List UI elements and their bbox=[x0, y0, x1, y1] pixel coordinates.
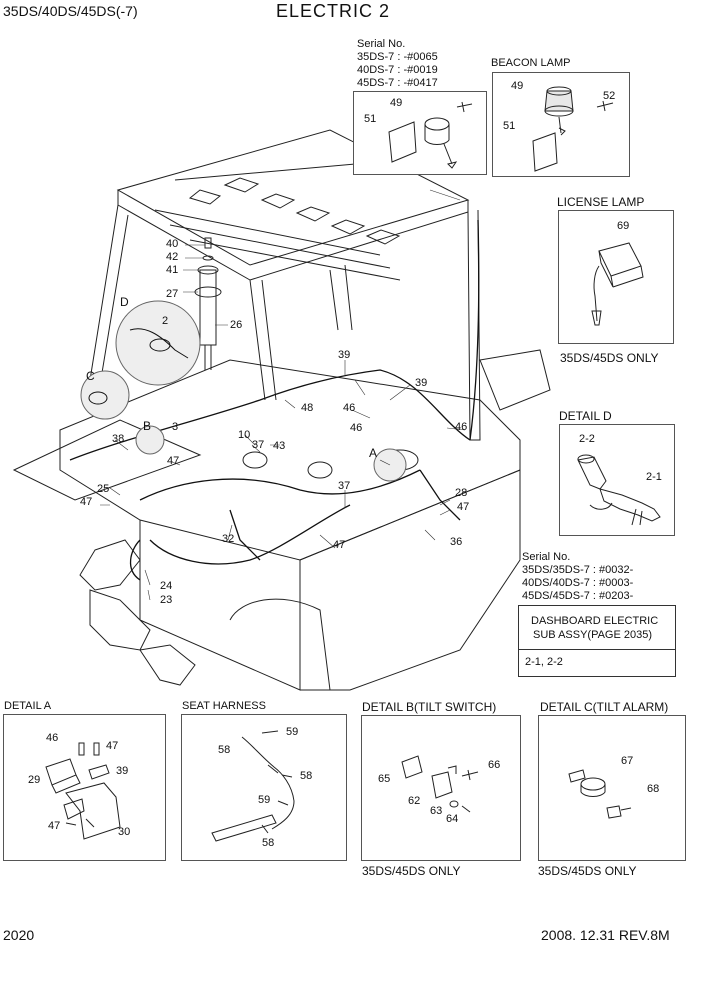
callout-label: 47 bbox=[80, 496, 93, 508]
callout-label: 68 bbox=[647, 783, 660, 795]
callout-label: 51 bbox=[503, 120, 516, 132]
serial-heading: Serial No. bbox=[522, 551, 571, 563]
callout-label: 48 bbox=[301, 402, 314, 414]
detail-d-circle bbox=[115, 300, 201, 386]
callout-label: 40 bbox=[166, 238, 179, 250]
callout-label: 65 bbox=[378, 773, 391, 785]
license-note: 35DS/45DS ONLY bbox=[560, 351, 659, 365]
page-title: ELECTRIC 2 bbox=[276, 1, 391, 21]
callout-label: 39 bbox=[415, 377, 428, 389]
serial-line: 35DS-7 : -#0065 bbox=[357, 51, 438, 63]
callout-label: 47 bbox=[457, 501, 470, 513]
beacon-lamp-box: 49 52 51 bbox=[492, 72, 630, 177]
seat-harness-box: 59 58 58 59 58 bbox=[181, 714, 347, 861]
callout-label: 23 bbox=[160, 594, 173, 606]
callout-label: 36 bbox=[450, 536, 463, 548]
callout-label: 49 bbox=[511, 80, 524, 92]
serial-line: 45DS-7 : -#0417 bbox=[357, 77, 438, 89]
callout-label: 38 bbox=[112, 433, 125, 445]
callout-label: 28 bbox=[455, 487, 468, 499]
callout-label: 46 bbox=[343, 402, 356, 414]
callout-label: 59 bbox=[258, 794, 271, 806]
callout-label: 39 bbox=[116, 765, 129, 777]
dashboard-line-2: SUB ASSY(PAGE 2035) bbox=[533, 629, 653, 641]
callout-label: 39 bbox=[338, 349, 351, 361]
callout-label: 47 bbox=[48, 820, 61, 832]
callout-label: D bbox=[120, 295, 129, 309]
callout-label: 49 bbox=[390, 97, 403, 109]
detail-d-title: DETAIL D bbox=[559, 409, 612, 423]
callout-label: 2-2 bbox=[579, 433, 595, 445]
callout-label: 2 bbox=[162, 315, 169, 327]
detail-b-box: 66 65 62 63 64 bbox=[361, 715, 521, 861]
callout-label: 66 bbox=[488, 759, 501, 771]
serial-line: 40DS-7 : -#0019 bbox=[357, 64, 438, 76]
detail-c-circle bbox=[80, 370, 130, 420]
revision-date: 2008. 12.31 REV.8M bbox=[541, 927, 670, 943]
serial-heading: Serial No. bbox=[357, 38, 406, 50]
callout-label: 63 bbox=[430, 805, 443, 817]
callout-label: 2-1 bbox=[646, 471, 662, 483]
callout-label: 62 bbox=[408, 795, 421, 807]
callout-label: 24 bbox=[160, 580, 173, 592]
callout-label: 32 bbox=[222, 533, 235, 545]
callout-label: B bbox=[143, 419, 152, 433]
detail-c-box: 67 68 bbox=[538, 715, 686, 861]
callout-label: A bbox=[369, 446, 378, 460]
detail-b-title: DETAIL B(TILT SWITCH) bbox=[362, 700, 497, 714]
callout-label: 51 bbox=[364, 113, 377, 125]
callout-label: 37 bbox=[338, 480, 351, 492]
detail-a-title: DETAIL A bbox=[4, 700, 52, 712]
callout-label: 29 bbox=[28, 774, 41, 786]
callout-label: 46 bbox=[455, 421, 468, 433]
callout-label: 69 bbox=[617, 220, 630, 232]
callout-label: 58 bbox=[300, 770, 313, 782]
dashboard-parts: 2-1, 2-2 bbox=[525, 656, 563, 668]
beacon-title: BEACON LAMP bbox=[491, 57, 571, 69]
callout-label: 58 bbox=[262, 837, 275, 849]
callout-label: 41 bbox=[166, 264, 179, 276]
callout-label: 58 bbox=[218, 744, 231, 756]
serial-line: 40DS/40DS-7 : #0003- bbox=[522, 577, 634, 589]
dashboard-line-1: DASHBOARD ELECTRIC bbox=[531, 615, 659, 627]
callout-label: 10 bbox=[238, 429, 251, 441]
callout-label: 46 bbox=[350, 422, 363, 434]
detail-c-title: DETAIL C(TILT ALARM) bbox=[540, 700, 669, 714]
callout-label: 43 bbox=[273, 440, 286, 452]
detail-a-box: 46 47 29 39 47 30 bbox=[3, 714, 166, 861]
seat-harness-title: SEAT HARNESS bbox=[182, 700, 266, 712]
callout-label: 67 bbox=[621, 755, 634, 767]
detail-b-circle bbox=[135, 425, 165, 455]
serial-1-illustration-box: 49 51 bbox=[353, 91, 487, 175]
detail-b-note: 35DS/45DS ONLY bbox=[362, 864, 461, 878]
page-number: 2020 bbox=[3, 927, 35, 943]
license-lamp-box: 69 bbox=[558, 210, 674, 344]
callout-label: 27 bbox=[166, 288, 179, 300]
callout-label: 37 bbox=[252, 439, 265, 451]
callout-label: 47 bbox=[106, 740, 119, 752]
dashboard-sub-assy-box: DASHBOARD ELECTRIC SUB ASSY(PAGE 2035) 2… bbox=[518, 605, 676, 677]
callout-label: 26 bbox=[230, 319, 243, 331]
callout-label: 46 bbox=[46, 732, 59, 744]
callout-label: 47 bbox=[333, 539, 346, 551]
callout-label: 59 bbox=[286, 726, 299, 738]
serial-line: 35DS/35DS-7 : #0032- bbox=[522, 564, 634, 576]
callout-label: 64 bbox=[446, 813, 459, 825]
callout-label: 47 bbox=[167, 455, 180, 467]
detail-c-note: 35DS/45DS ONLY bbox=[538, 864, 637, 878]
model-code: 35DS/40DS/45DS(-7) bbox=[3, 3, 138, 19]
callout-label: 25 bbox=[97, 483, 110, 495]
serial-line: 45DS/45DS-7 : #0203- bbox=[522, 590, 634, 602]
license-title: LICENSE LAMP bbox=[557, 195, 645, 209]
callout-label: C bbox=[86, 369, 95, 383]
callout-label: 52 bbox=[603, 90, 616, 102]
callout-label: 30 bbox=[118, 826, 131, 838]
detail-d-box: 2-2 2-1 bbox=[559, 424, 675, 536]
callout-label: 3 bbox=[172, 421, 179, 433]
callout-label: 42 bbox=[166, 251, 179, 263]
